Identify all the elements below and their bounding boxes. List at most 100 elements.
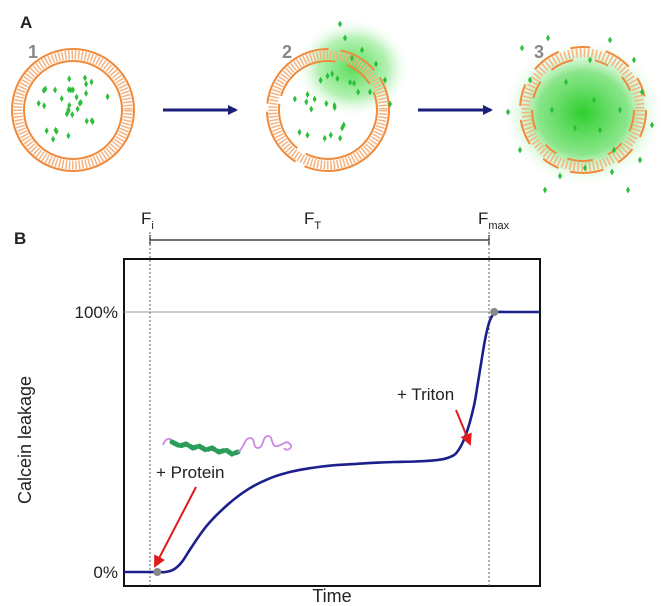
peptide-coil-right bbox=[237, 435, 292, 453]
ft-label: FT bbox=[304, 209, 321, 232]
vesicle-2-membrane-outer bbox=[266, 48, 390, 172]
calcein-icon bbox=[74, 93, 79, 101]
step-1-number: 1 bbox=[28, 42, 38, 62]
x-axis-label: Time bbox=[312, 586, 351, 606]
calcein-icon bbox=[573, 124, 577, 132]
calcein-icon bbox=[564, 78, 568, 86]
calcein-icon bbox=[332, 104, 337, 112]
peptide-icon bbox=[162, 435, 292, 457]
calcein-icon bbox=[546, 34, 550, 42]
calcein-icon bbox=[543, 186, 547, 194]
calcein-icon bbox=[343, 34, 347, 42]
vesicle-3-membrane-inner bbox=[531, 58, 635, 162]
calcein-icon bbox=[638, 156, 642, 164]
calcein-icon bbox=[632, 56, 636, 64]
vesicle-intact: 1 bbox=[11, 42, 135, 172]
step-2-number: 2 bbox=[282, 42, 292, 62]
calcein-dots-3 bbox=[506, 34, 654, 194]
calcein-icon bbox=[309, 105, 314, 113]
fi-label: Fi bbox=[141, 209, 154, 232]
calcein-icon bbox=[43, 85, 48, 93]
calcein-dots-1 bbox=[36, 74, 110, 143]
calcein-icon bbox=[626, 186, 630, 194]
vesicle-3-membrane-mid bbox=[521, 48, 645, 172]
calcein-icon bbox=[356, 88, 361, 96]
fmax-point bbox=[490, 308, 499, 316]
y-axis-label: Calcein leakage bbox=[15, 376, 35, 504]
calcein-icon bbox=[348, 78, 353, 86]
panel-a-label: A bbox=[20, 13, 32, 32]
peptide-helix bbox=[169, 439, 241, 457]
calcein-icon bbox=[59, 95, 64, 103]
leakage-curve bbox=[123, 310, 540, 574]
vesicle-2-membrane-inner bbox=[278, 60, 378, 160]
ytick-0: 0% bbox=[93, 563, 118, 582]
fi-point bbox=[153, 568, 162, 576]
calcein-icon bbox=[330, 70, 335, 78]
calcein-icon bbox=[612, 146, 616, 154]
calcein-icon bbox=[650, 121, 654, 129]
calcein-icon bbox=[338, 134, 343, 142]
calcein-icon bbox=[75, 105, 80, 113]
calcein-icon bbox=[618, 106, 622, 114]
vesicle-1-membrane-mid bbox=[13, 50, 133, 170]
vesicle-2-membrane-mid bbox=[268, 50, 388, 170]
calcein-icon bbox=[608, 36, 612, 44]
calcein-icon bbox=[388, 100, 392, 108]
calcein-icon bbox=[368, 88, 372, 96]
calcein-icon bbox=[598, 126, 602, 134]
protein-arrow bbox=[154, 486, 197, 568]
calcein-icon bbox=[78, 99, 83, 107]
calcein-icon bbox=[84, 89, 89, 97]
calcein-icon bbox=[583, 164, 587, 172]
calcein-icon bbox=[374, 60, 378, 68]
calcein-icon bbox=[305, 131, 310, 139]
calcein-icon bbox=[66, 132, 71, 140]
calcein-icon bbox=[506, 108, 510, 116]
calcein-icon bbox=[44, 127, 49, 135]
vesicle-1-membrane-inner bbox=[23, 60, 123, 160]
calcein-icon bbox=[305, 90, 310, 98]
calcein-icon bbox=[338, 20, 342, 28]
calcein-icon bbox=[67, 101, 72, 109]
calcein-icon bbox=[550, 106, 554, 114]
calcein-icon bbox=[292, 95, 297, 103]
vesicle-3-membrane-outer bbox=[519, 46, 647, 174]
calcein-icon bbox=[328, 131, 333, 139]
calcein-icon bbox=[42, 102, 47, 110]
vesicle-disrupted: 2 bbox=[266, 18, 411, 172]
plot-frame bbox=[123, 258, 541, 587]
calcein-icon bbox=[383, 76, 387, 84]
calcein-icon bbox=[89, 117, 94, 125]
calcein-icon bbox=[68, 86, 73, 94]
calcein-icon bbox=[350, 54, 354, 62]
calcein-icon bbox=[610, 168, 614, 176]
calcein-icon bbox=[520, 44, 524, 52]
calcein-icon bbox=[70, 86, 75, 94]
calcein-icon bbox=[84, 80, 89, 88]
protein-annotation: + Protein bbox=[156, 463, 225, 482]
calcein-icon bbox=[53, 86, 58, 94]
triton-arrow bbox=[455, 409, 472, 446]
calcein-icon bbox=[89, 78, 94, 86]
calcein-icon bbox=[592, 96, 596, 104]
calcein-icon bbox=[360, 46, 364, 54]
calcein-icon bbox=[67, 75, 72, 83]
calcein-icon bbox=[324, 100, 329, 108]
calcein-icon bbox=[588, 56, 592, 64]
calcein-icon bbox=[325, 72, 330, 80]
calcein-icon bbox=[352, 79, 357, 87]
calcein-icon bbox=[304, 98, 309, 106]
calcein-icon bbox=[558, 172, 562, 180]
calcein-icon bbox=[322, 134, 327, 142]
calcein-dots-2 bbox=[292, 20, 392, 142]
ytick-100: 100% bbox=[75, 303, 118, 322]
calcein-icon bbox=[36, 99, 41, 107]
calcein-icon bbox=[518, 146, 522, 154]
calcein-icon bbox=[53, 126, 58, 134]
calcein-icon bbox=[312, 95, 317, 103]
triton-annotation: + Triton bbox=[397, 385, 454, 404]
calcein-icon bbox=[640, 88, 644, 96]
panel-b-label: B bbox=[14, 229, 26, 248]
